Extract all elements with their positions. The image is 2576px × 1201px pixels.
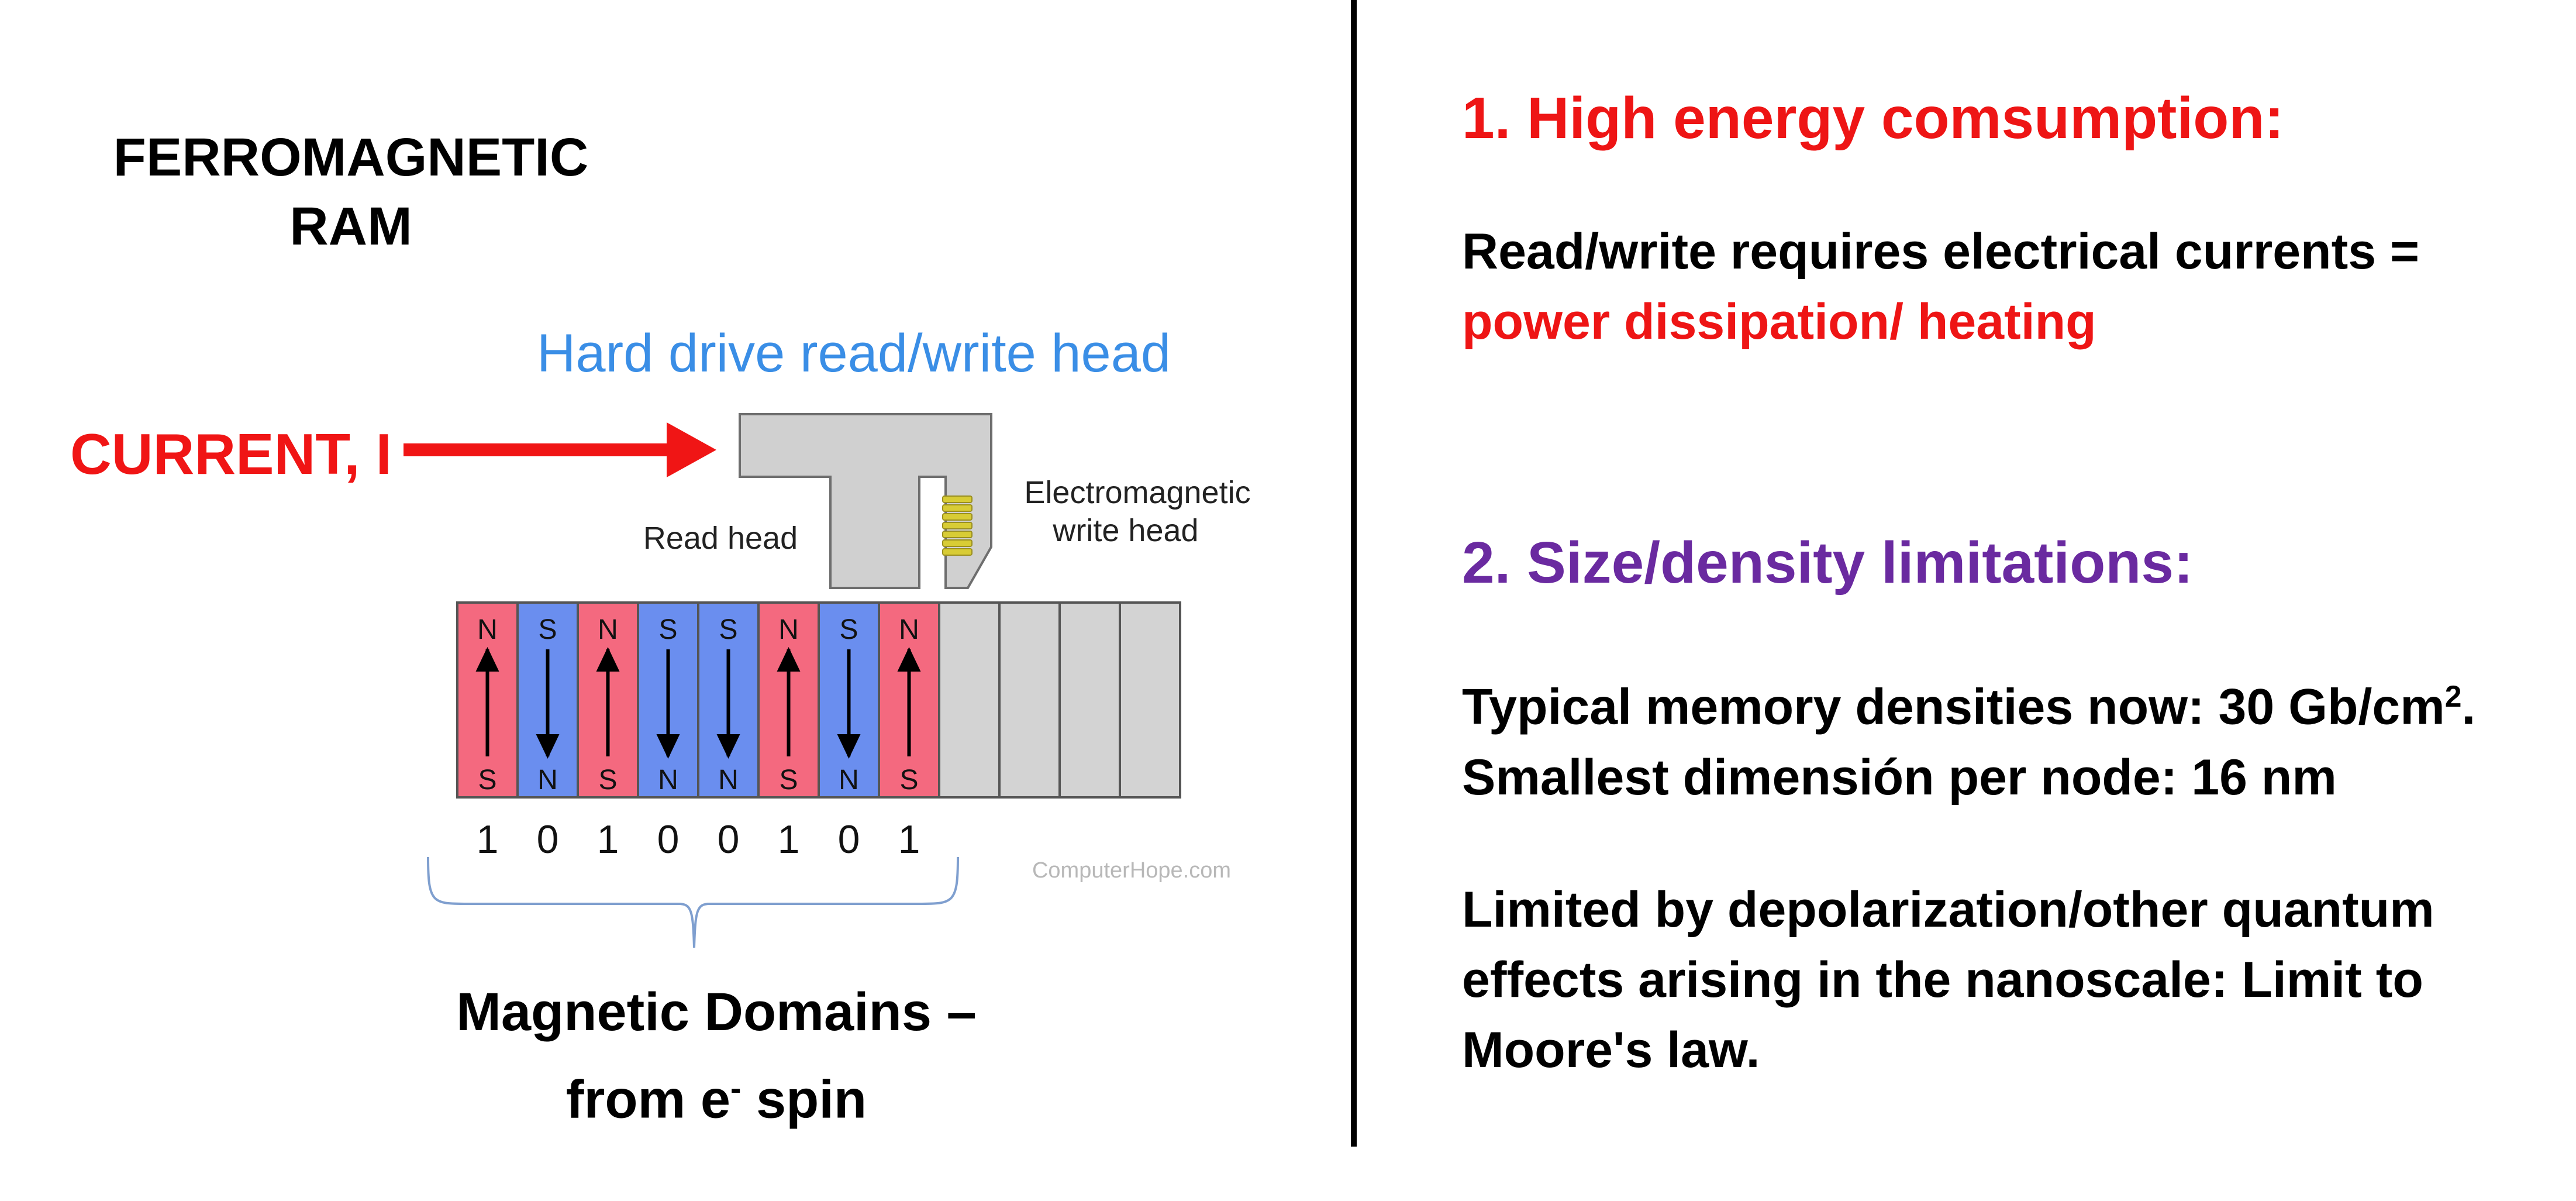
empty-cell: [938, 601, 1001, 799]
up-arrowhead: [596, 647, 620, 672]
down-arrowhead: [536, 734, 560, 759]
vertical-divider: [1351, 0, 1357, 1147]
density-line-1-text: Typical memory densities now: 30 Gb/cm: [1462, 679, 2445, 735]
domain-cell: [757, 601, 820, 799]
domain-pole-bottom: S: [478, 765, 496, 796]
domains-brace: [427, 856, 959, 948]
down-arrowhead: [716, 734, 740, 759]
write-coil: [942, 495, 973, 556]
coil-winding: [942, 539, 973, 547]
diagram-title: Hard drive read/write head: [537, 324, 1171, 383]
coil-winding: [942, 504, 973, 512]
domain-pole-top: S: [658, 614, 677, 645]
title-line-2: RAM: [289, 197, 412, 256]
down-arrowhead: [656, 734, 680, 759]
domain-pole-top: N: [598, 614, 618, 645]
caption-line-2-text: from e: [565, 1069, 731, 1130]
caption-line-2-end: spin: [741, 1069, 867, 1130]
up-arrowhead: [777, 647, 801, 672]
slide-title: FERROMAGNETIC RAM: [111, 123, 591, 261]
bit-value: 0: [537, 817, 559, 862]
coil-winding: [942, 513, 973, 521]
write-head-label-line-2: write head: [1052, 513, 1198, 548]
down-arrowhead: [837, 734, 861, 759]
magnetic-domain-strip: N S S N N S S N S N N S S N N S: [456, 601, 1181, 799]
limits-paragraph: Limited by depolarization/other quantum …: [1462, 875, 2434, 1085]
density-line-2: Smallest dimensión per node: 16 nm: [1462, 749, 2337, 806]
heading-size: 2. Size/density limitations:: [1462, 530, 2194, 596]
bit-value: 1: [477, 817, 499, 862]
energy-line-2: power dissipation/ heating: [1462, 294, 2096, 350]
domain-pole-top: S: [719, 614, 737, 645]
energy-paragraph: Read/write requires electrical currents …: [1462, 216, 2419, 357]
bit-value: 1: [898, 817, 920, 862]
domain-pole-top: N: [899, 614, 919, 645]
current-label: CURRENT, I: [70, 422, 392, 486]
domain-pole-bottom: S: [779, 765, 798, 796]
coil-winding: [942, 548, 973, 556]
limits-line-2: effects arising in the nanoscale: Limit …: [1462, 952, 2423, 1008]
domain-pole-top: S: [538, 614, 557, 645]
bit-value: 1: [778, 817, 800, 862]
domain-pole-bottom: N: [718, 765, 739, 796]
cm-squared-superscript: 2: [2444, 679, 2462, 713]
computerhope-watermark: ComputerHope.com: [1032, 858, 1231, 883]
write-head-label-line-1: Electromagnetic: [1024, 475, 1250, 510]
caption-line-1: Magnetic Domains –: [456, 982, 977, 1042]
coil-winding: [942, 495, 973, 503]
domain-pole-bottom: N: [658, 765, 678, 796]
empty-cell: [1119, 601, 1181, 799]
domains-caption: Magnetic Domains – from e- spin: [409, 974, 1023, 1138]
bit-value: 1: [597, 817, 619, 862]
density-line-1: Typical memory densities now: 30 Gb/cm2.: [1462, 661, 2475, 742]
domain-pole-top: N: [477, 614, 498, 645]
coil-winding: [942, 531, 973, 538]
bit-value: 0: [657, 817, 680, 862]
limits-line-1: Limited by depolarization/other quantum: [1462, 882, 2434, 938]
density-paragraph: Typical memory densities now: 30 Gb/cm2.…: [1462, 661, 2475, 813]
coil-winding: [942, 522, 973, 529]
bit-value: 0: [838, 817, 860, 862]
read-write-head: [739, 413, 992, 589]
energy-line-1: Read/write requires electrical currents …: [1462, 223, 2420, 280]
limits-line-3: Moore's law.: [1462, 1022, 1760, 1078]
caption-line-2: from e- spin: [409, 1050, 1023, 1138]
heading-energy: 1. High energy comsumption:: [1462, 85, 2284, 151]
current-arrow: [404, 422, 716, 477]
read-head-label: Read head: [643, 521, 798, 556]
bit-value: 0: [718, 817, 740, 862]
hard-drive-diagram: Hard drive read/write head Read head Ele…: [404, 324, 1251, 948]
title-line-1: FERROMAGNETIC: [113, 128, 589, 187]
up-arrowhead: [475, 647, 499, 672]
domain-pole-bottom: N: [839, 765, 859, 796]
domain-pole-bottom: S: [899, 765, 918, 796]
density-line-1-end: .: [2461, 679, 2476, 735]
domain-pole-bottom: N: [537, 765, 558, 796]
domain-pole-top: S: [839, 614, 858, 645]
empty-cell: [1058, 601, 1121, 799]
domain-pole-top: N: [778, 614, 799, 645]
up-arrowhead: [897, 647, 921, 672]
domain-pole-bottom: S: [598, 765, 617, 796]
electron-superscript: -: [730, 1070, 742, 1106]
empty-cell: [998, 601, 1061, 799]
